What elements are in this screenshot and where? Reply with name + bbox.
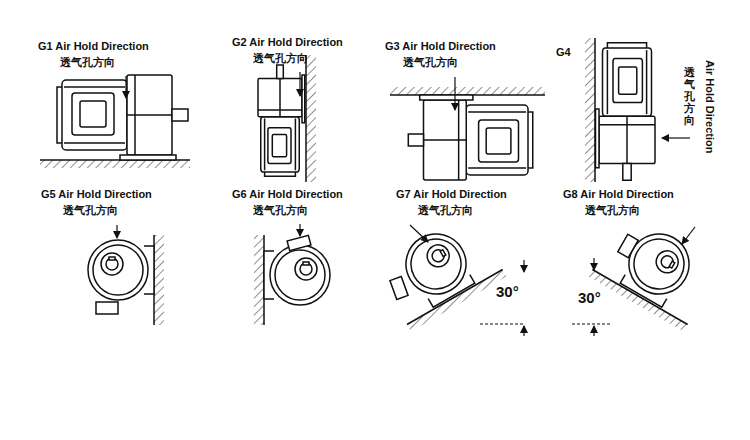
cjk-label: 透气孔方向 — [63, 204, 118, 217]
mounting-label: Air Hold Direction — [703, 60, 716, 154]
cjk-label: 透气孔方向 — [585, 204, 640, 217]
mounting-label: G5 Air Hold Direction — [41, 188, 152, 201]
cjk-label: 透气孔方向 — [403, 56, 458, 69]
mounting-label: G6 Air Hold Direction — [232, 188, 343, 201]
mounting-label: G3 Air Hold Direction — [385, 40, 496, 53]
angle-label: 30° — [578, 289, 601, 307]
mounting-label: G2 Air Hold Direction — [232, 36, 343, 49]
cjk-label: 透气孔方向 — [253, 204, 308, 217]
angle-label: 30° — [496, 283, 519, 301]
mounting-label: G7 Air Hold Direction — [396, 188, 507, 201]
cjk-label: 透气孔方向 — [684, 66, 695, 126]
mounting-label: G4 — [556, 46, 571, 59]
cjk-label: 透气孔方向 — [253, 52, 308, 65]
mounting-label: G8 Air Hold Direction — [563, 188, 674, 201]
mounting-label: G1 Air Hold Direction — [38, 40, 149, 53]
cjk-label: 透气孔方向 — [418, 204, 473, 217]
cjk-label: 透气孔方向 — [60, 56, 115, 69]
